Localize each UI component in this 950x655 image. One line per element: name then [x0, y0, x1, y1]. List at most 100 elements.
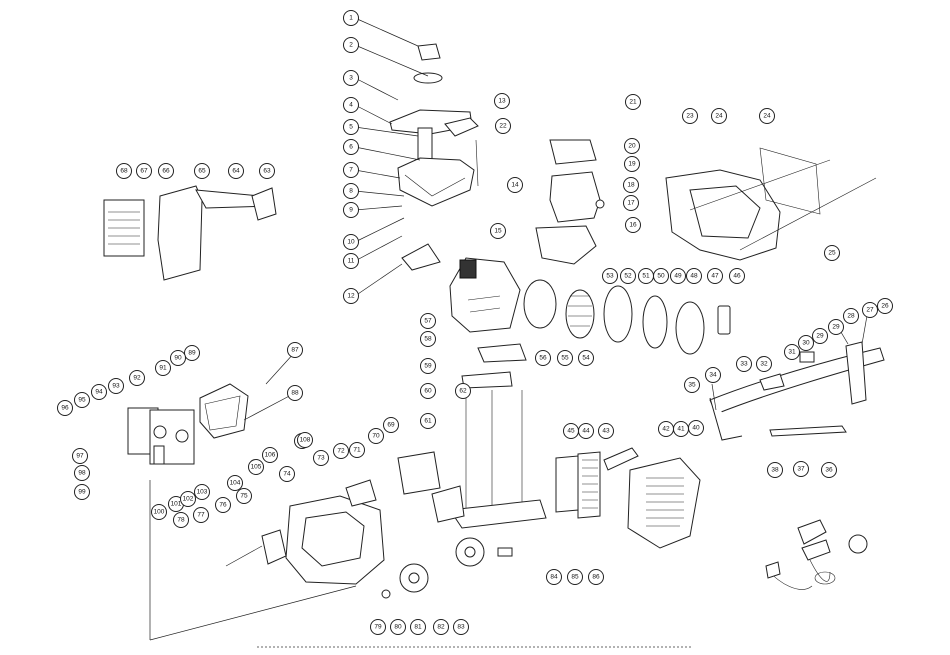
- callout-7: 7: [343, 162, 359, 178]
- callout-50: 50: [653, 268, 669, 284]
- callout-label: 15: [494, 228, 502, 235]
- callout-label: 32: [760, 361, 768, 368]
- callout-31: 31: [784, 344, 800, 360]
- callout-29: 29: [812, 328, 828, 344]
- callout-47: 47: [707, 268, 723, 284]
- callout-93: 93: [108, 378, 124, 394]
- left-side-cover-main: [225, 495, 385, 585]
- callout-27: 27: [862, 302, 878, 318]
- callout-bubble: [383, 417, 399, 433]
- callout-bubble: [410, 619, 426, 635]
- callout-label: 37: [797, 466, 805, 473]
- callout-bubble: [193, 507, 209, 523]
- callout-label: 40: [692, 425, 700, 432]
- frame-and-rails: [449, 343, 547, 529]
- callout-bubble: [184, 345, 200, 361]
- callout-41: 41: [673, 421, 689, 437]
- callout-label: 60: [424, 388, 432, 395]
- callout-label: 74: [283, 471, 291, 478]
- callout-label: 54: [582, 355, 590, 362]
- callout-bubble: [343, 97, 359, 113]
- callout-1: 1: [343, 10, 359, 26]
- callout-21: 21: [625, 94, 641, 110]
- callout-label: 59: [424, 363, 432, 370]
- callout-label: 51: [642, 273, 650, 280]
- callout-label: 95: [78, 397, 86, 404]
- callout-bubble: [877, 298, 893, 314]
- callout-bubble: [821, 462, 837, 478]
- callout-bubble: [598, 423, 614, 439]
- callout-unlabeled: [848, 534, 868, 554]
- callout-bubble: [495, 118, 511, 134]
- callout-73: 73: [313, 450, 329, 466]
- callout-bubble: [57, 400, 73, 416]
- callout-label: 99: [78, 489, 86, 496]
- callout-48: 48: [686, 268, 702, 284]
- callout-label: 11: [348, 258, 355, 265]
- callout-bubble: [155, 360, 171, 376]
- wheels-and-feet: [381, 537, 513, 599]
- callout-bubble: [343, 202, 359, 218]
- callout-69: 69: [383, 417, 399, 433]
- callout-36: 36: [821, 462, 837, 478]
- callout-bubble: [625, 94, 641, 110]
- muffler-cover-assembly: [535, 139, 605, 265]
- callout-label: 84: [550, 574, 558, 581]
- callout-bubble: [259, 163, 275, 179]
- callout-81: 81: [410, 619, 426, 635]
- callout-91: 91: [155, 360, 171, 376]
- callout-bubble: [420, 413, 436, 429]
- callout-bubble: [74, 484, 90, 500]
- callout-bubble: [546, 569, 562, 585]
- callout-66: 66: [158, 163, 174, 179]
- callout-71: 71: [349, 442, 365, 458]
- callout-49: 49: [670, 268, 686, 284]
- callout-bubble: [623, 177, 639, 193]
- callout-bubble: [333, 443, 349, 459]
- callout-bubble: [420, 313, 436, 329]
- callout-label: 46: [733, 273, 741, 280]
- control-module: [345, 451, 465, 523]
- battery-charging-cable: [765, 519, 836, 590]
- callout-label: 81: [414, 624, 422, 631]
- callout-label: 62: [459, 388, 467, 395]
- callout-bubble: [287, 385, 303, 401]
- callout-10: 10: [343, 234, 359, 250]
- callout-label: 79: [374, 624, 382, 631]
- callout-86: 86: [588, 569, 604, 585]
- callout-bubble: [194, 484, 210, 500]
- callout-55: 55: [557, 350, 573, 366]
- callout-label: 21: [629, 99, 637, 106]
- callout-95: 95: [74, 392, 90, 408]
- callout-bubble: [433, 619, 449, 635]
- callout-102: 102: [180, 491, 196, 507]
- callout-bubble: [194, 163, 210, 179]
- callout-label: 96: [61, 405, 69, 412]
- callout-60: 60: [420, 383, 436, 399]
- callout-label: 48: [690, 273, 698, 280]
- callout-label: 83: [457, 624, 465, 631]
- callout-51: 51: [638, 268, 654, 284]
- callout-label: 36: [825, 467, 833, 474]
- callout-label: 42: [662, 426, 670, 433]
- callout-label: 44: [582, 428, 590, 435]
- callout-label: 61: [424, 418, 432, 425]
- callout-78: 78: [173, 512, 189, 528]
- callout-bubble: [848, 534, 868, 554]
- callout-16: 16: [625, 217, 641, 233]
- callout-54: 54: [578, 350, 594, 366]
- callout-4: 4: [343, 97, 359, 113]
- callout-label: 89: [188, 350, 196, 357]
- callout-76: 76: [215, 497, 231, 513]
- callout-bubble: [535, 350, 551, 366]
- right-side-cover-assembly: [665, 147, 877, 261]
- callout-label: 34: [709, 372, 717, 379]
- callout-label: 55: [561, 355, 569, 362]
- callout-62: 62: [455, 383, 471, 399]
- callout-label: 66: [162, 168, 170, 175]
- callout-label: 104: [230, 480, 241, 487]
- callout-label: 94: [95, 389, 103, 396]
- callout-bubble: [91, 384, 107, 400]
- callout-14: 14: [507, 177, 523, 193]
- front-panel-assembly: [127, 383, 249, 465]
